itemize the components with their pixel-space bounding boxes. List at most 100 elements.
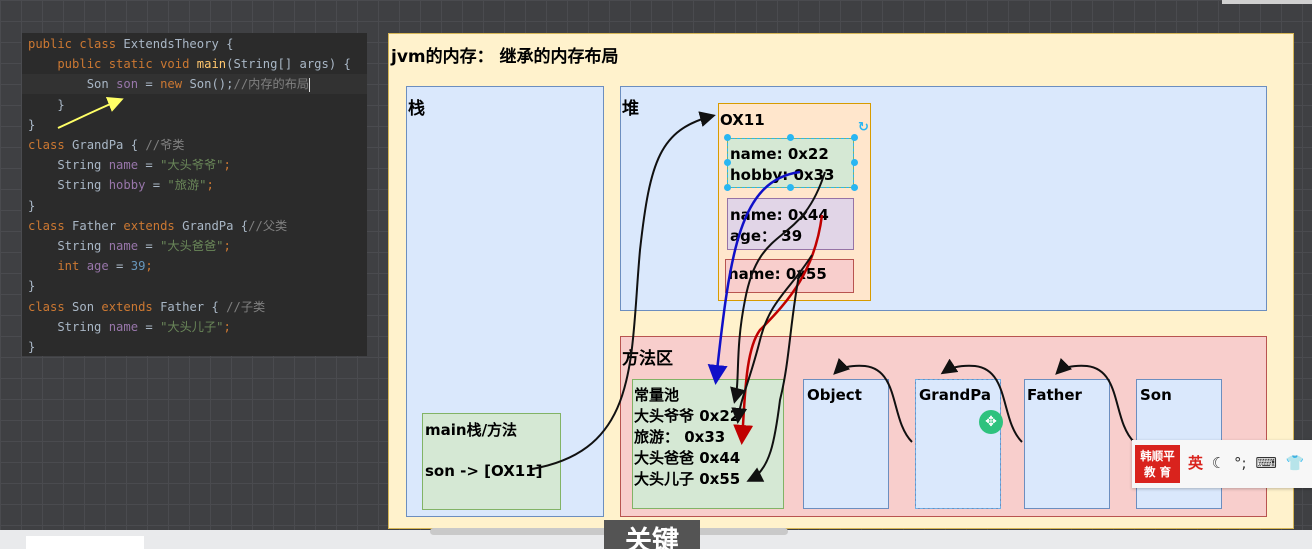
- window-tab-strip: [1222, 0, 1312, 4]
- caller-highlight-arrow: [57, 97, 124, 129]
- code-token: =: [145, 178, 168, 193]
- grandpa-field-name: name: 0x22: [730, 145, 829, 163]
- code-line[interactable]: int age = 39;: [28, 256, 153, 276]
- code-token: Father {: [160, 299, 227, 314]
- class-father-label: Father: [1027, 386, 1082, 404]
- selection-handle[interactable]: [787, 134, 794, 141]
- code-token: "大头儿子": [160, 319, 224, 334]
- code-token: 39: [130, 259, 146, 274]
- code-token: main: [196, 57, 227, 72]
- code-token: new: [160, 77, 190, 92]
- selection-handle[interactable]: [851, 184, 858, 191]
- code-line[interactable]: class Father extends GrandPa {//父类: [28, 216, 287, 236]
- constant-pool-entry: 大头儿子 0x55: [634, 470, 741, 488]
- code-line[interactable]: class Son extends Father { //子类: [28, 297, 265, 317]
- constant-pool-box[interactable]: [632, 379, 784, 509]
- code-line[interactable]: }: [28, 276, 35, 296]
- heap-label: 堆: [622, 99, 639, 119]
- object-address: OX11: [720, 111, 765, 129]
- code-editor[interactable]: public class ExtendsTheory { public stat…: [22, 33, 367, 356]
- code-line[interactable]: }: [28, 196, 35, 216]
- black-arrow-age: [731, 254, 813, 424]
- code-token: extends: [101, 299, 161, 314]
- code-token: int: [28, 259, 87, 274]
- main-stack-frame[interactable]: [422, 413, 561, 510]
- brand-logo: 韩顺平 教 育: [1135, 445, 1180, 483]
- inherit-arrow-father-grandpa: [940, 358, 1023, 443]
- constant-pool-entry: 旅游： 0x33: [634, 428, 726, 446]
- father-fields-box[interactable]: [727, 198, 854, 250]
- text-caret: [309, 77, 311, 92]
- method-area-label: 方法区: [622, 349, 673, 369]
- code-token: age: [86, 259, 109, 274]
- move-cursor-icon: ✥: [979, 410, 1003, 434]
- class-object[interactable]: [803, 379, 889, 509]
- code-token: (String[] args) {: [226, 57, 351, 72]
- ref-arrow: [531, 111, 716, 470]
- constant-pool-title: 常量池: [634, 386, 680, 404]
- code-line[interactable]: }: [28, 115, 35, 135]
- code-token: String: [28, 239, 109, 253]
- code-line[interactable]: public static void main(String[] args) {: [28, 54, 351, 74]
- code-token: =: [138, 239, 161, 253]
- code-line[interactable]: }: [28, 95, 65, 115]
- code-token: //内存的布局: [233, 77, 310, 92]
- selection-handle[interactable]: [787, 184, 794, 191]
- selection-handle[interactable]: [724, 159, 731, 166]
- code-token: ;: [223, 158, 231, 173]
- code-token: "大头爸爸": [160, 239, 224, 253]
- code-line[interactable]: String name = "大头儿子";: [28, 317, 231, 337]
- diagram-title: jvm的内存： 继承的内存布局: [391, 47, 619, 67]
- code-token: Father: [72, 218, 124, 233]
- code-line[interactable]: public class ExtendsTheory {: [28, 34, 233, 54]
- black-arrow-son: [746, 269, 801, 482]
- page-tab[interactable]: [26, 536, 144, 549]
- code-line[interactable]: class GrandPa { //爷类: [28, 135, 184, 155]
- moon-icon[interactable]: ☾: [1211, 454, 1226, 472]
- ime-toolbar[interactable]: 韩顺平 教 育 英 ☾ °; ⌨ 👕 🔧: [1132, 440, 1312, 488]
- code-token: public static void: [28, 57, 197, 72]
- selection-handle[interactable]: [724, 134, 731, 141]
- code-line[interactable]: String name = "大头爷爷";: [28, 155, 231, 175]
- rotate-handle-icon[interactable]: ↻: [858, 120, 869, 135]
- code-token: extends: [123, 218, 183, 233]
- father-field-age: age： 39: [730, 227, 803, 245]
- red-arrow: [733, 214, 824, 445]
- code-token: }: [28, 97, 65, 112]
- code-token: =: [108, 259, 131, 274]
- class-grandpa-label: GrandPa: [919, 386, 991, 404]
- code-token: }: [28, 340, 36, 354]
- code-token: ExtendsTheory {: [123, 37, 234, 51]
- code-line[interactable]: }: [28, 337, 35, 357]
- code-token: "大头爷爷": [160, 158, 224, 173]
- blue-arrow: [707, 170, 801, 385]
- code-token: Son();: [189, 77, 234, 92]
- ime-lang-toggle[interactable]: 英: [1188, 454, 1204, 472]
- code-token: }: [28, 117, 36, 132]
- code-token: //爷类: [145, 138, 185, 152]
- code-token: =: [138, 319, 161, 334]
- code-line[interactable]: String name = "大头爸爸";: [28, 236, 231, 256]
- selection-handle[interactable]: [724, 184, 731, 191]
- selection-handle[interactable]: [851, 159, 858, 166]
- class-object-label: Object: [807, 386, 862, 404]
- code-token: String: [28, 319, 109, 334]
- son-fields-box[interactable]: [725, 259, 854, 293]
- punctuation-toggle[interactable]: °;: [1234, 454, 1247, 472]
- father-field-name: name: 0x44: [730, 206, 829, 224]
- class-father[interactable]: [1024, 379, 1110, 509]
- code-token: String: [28, 178, 109, 193]
- code-token: //子类: [226, 299, 266, 314]
- class-son-label: Son: [1140, 386, 1172, 404]
- keyboard-icon[interactable]: ⌨: [1255, 454, 1278, 472]
- code-token: ;: [145, 259, 153, 274]
- code-line[interactable]: String hobby = "旅游";: [28, 175, 213, 195]
- code-token: Son: [28, 77, 117, 92]
- code-line[interactable]: Son son = new Son();//内存的布局: [22, 74, 367, 95]
- code-token: =: [138, 158, 161, 173]
- code-token: name: [108, 319, 139, 334]
- shirt-icon[interactable]: 👕: [1285, 454, 1305, 472]
- code-token: Son: [72, 299, 102, 314]
- selection-handle[interactable]: [851, 134, 858, 141]
- code-token: public class: [28, 37, 124, 51]
